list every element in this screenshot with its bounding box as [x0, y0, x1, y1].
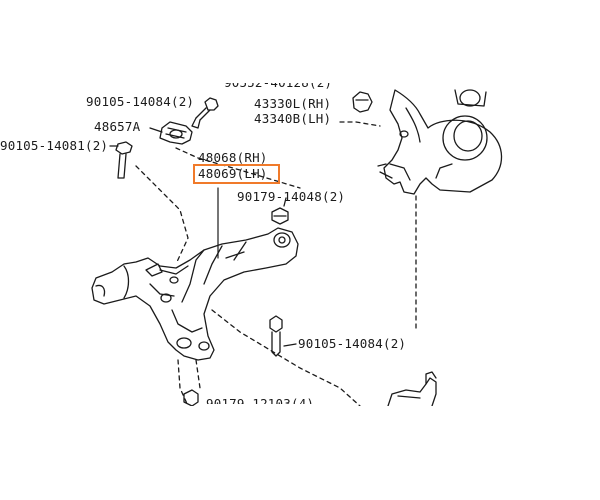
- guide-line-3: [211, 309, 361, 406]
- side-bolt: [115, 141, 133, 179]
- steering-knuckle: [377, 89, 503, 195]
- lower-ball-joint: [387, 371, 437, 406]
- label-nut-bottom: 90179-12103(4): [206, 396, 315, 411]
- label-bolt-b: 90105-14081(2): [0, 138, 109, 153]
- small-nut-leader: [283, 197, 287, 207]
- top-bolt: [191, 97, 219, 129]
- label-nut-c: 90179-14048(2): [237, 189, 346, 204]
- label-top-cut: 90552-40128(2): [224, 75, 333, 90]
- bracket-leader: [149, 127, 163, 133]
- lower-bolt-leader: [283, 343, 297, 347]
- small-nut: [271, 207, 289, 225]
- guide-line-4: [177, 359, 189, 406]
- label-bracket: 48657A: [94, 119, 141, 134]
- bushing-bracket: [159, 121, 193, 145]
- lower-control-arm: [91, 227, 299, 361]
- parts-diagram: [0, 88, 600, 406]
- label-bolt-c: 90105-14084(2): [298, 336, 407, 351]
- label-arm-lh: 48069(LH): [198, 166, 268, 181]
- bottom-nut: [183, 389, 199, 406]
- guide-line-5: [195, 359, 201, 389]
- diagram-drawing: [91, 89, 503, 406]
- label-arm-rh: 48068(RH): [198, 150, 268, 165]
- label-bolt-a: 90105-14084(2): [86, 94, 195, 109]
- nut-leader: [339, 121, 381, 127]
- highlight-box: [193, 164, 280, 184]
- guide-line-1: [135, 165, 189, 265]
- castle-nut: [352, 91, 373, 113]
- label-nut-rh: 43330L(RH): [254, 96, 332, 111]
- guide-line-2: [175, 147, 301, 189]
- label-nut-lh: 43340B(LH): [254, 111, 332, 126]
- lower-bolt: [269, 315, 283, 357]
